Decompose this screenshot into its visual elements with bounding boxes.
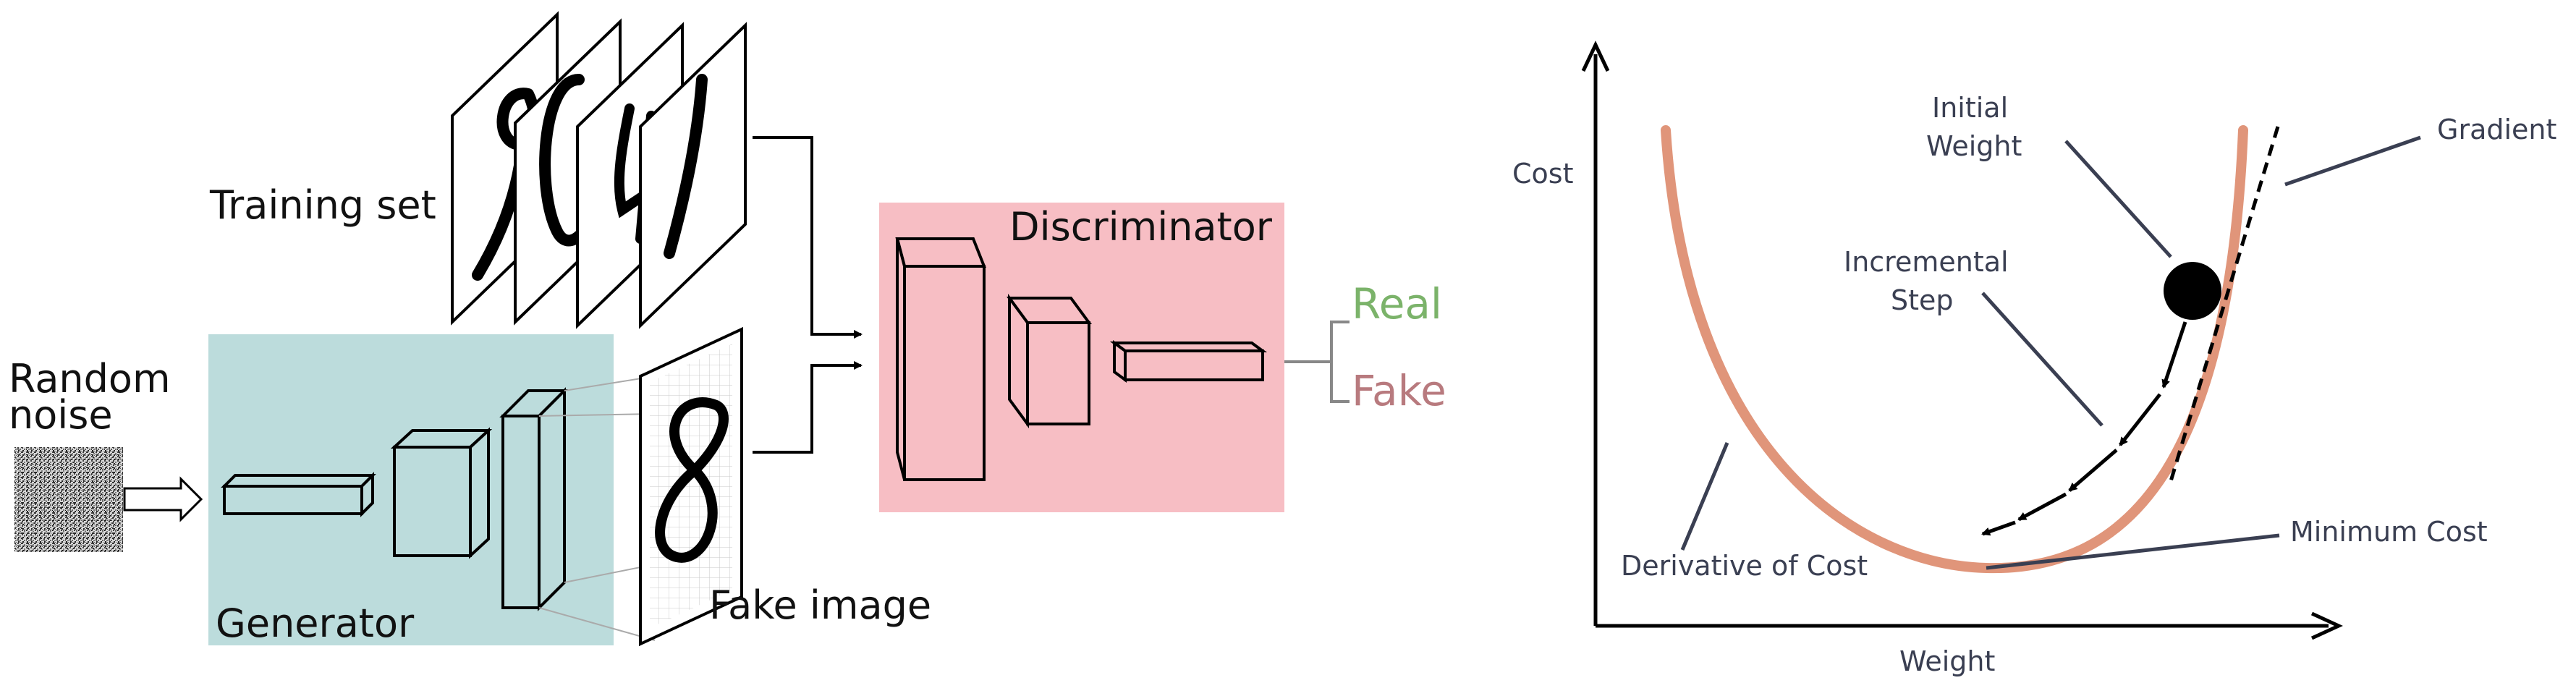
random-noise-label-line2: noise [9,392,113,438]
gan-diagram: Random noise [9,11,1446,647]
descent-arrows [1981,321,2187,536]
input-connectors [753,136,863,454]
fake-label: Fake [1352,366,1446,415]
initial-weight-label: Initial [1932,92,2008,124]
training-card-4 [639,22,747,329]
real-label: Real [1352,279,1442,328]
discriminator-layer-3 [1109,340,1268,383]
gradient-label: Gradient [2437,114,2556,145]
y-axis-arrow [1581,41,1610,72]
derivative-of-cost-label: Derivative of Cost [1621,550,1868,582]
pointer-lines [1680,135,2421,570]
digit-one [664,74,708,259]
discriminator-layer-1 [895,237,986,481]
incremental-step-label: Incremental [1844,246,2009,278]
x-axis-label: Weight [1899,645,1995,677]
y-axis-label: Cost [1512,158,1573,190]
discriminator-label: Discriminator [1009,204,1273,250]
minimum-cost-label: Minimum Cost [2290,516,2488,548]
fake-image-label: Fake image [709,582,931,628]
random-noise-label: Random [9,356,171,402]
training-set-label: Training set [209,182,436,228]
fake-image-card [639,326,743,647]
initial-weight-ball [2164,262,2221,320]
x-axis-arrow [2310,611,2343,640]
discriminator-layer-2 [1007,293,1092,429]
generator-layer-1 [221,472,376,517]
generator-label: Generator [216,601,415,646]
generator-layer-2 [390,427,493,559]
cost-curve [1661,125,2248,574]
incremental-step-label-line2: Step [1891,284,1954,316]
output-bracket [1284,321,1350,403]
generator-layer-3 [499,387,568,611]
digit-eight [655,397,729,563]
noise-image [14,447,123,552]
noise-input-arrow [123,476,203,522]
initial-weight-label-line2: Weight [1926,130,2022,162]
axes [1581,41,2343,640]
gradient-tangent-line [2169,126,2280,482]
gradient-descent-diagram: Cost Weight Initial Weight Gradient Incr… [1512,41,2556,677]
